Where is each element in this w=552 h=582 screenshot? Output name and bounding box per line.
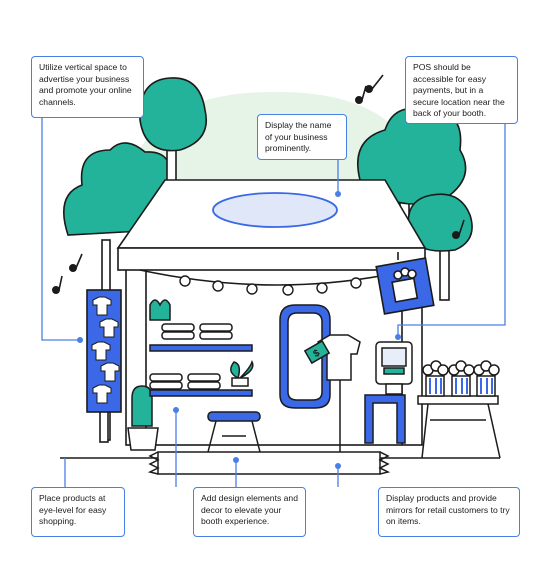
- product-shelves: [149, 323, 253, 397]
- callout-business-name: Display the name of your business promin…: [257, 114, 347, 160]
- potted-plants: [127, 299, 254, 451]
- business-name-sign: [212, 192, 338, 228]
- mirror: [279, 304, 331, 409]
- callout-decor: Add design elements and decor to elevate…: [193, 487, 306, 537]
- shirt-display: [303, 334, 361, 458]
- floor-rug: [60, 451, 500, 475]
- vertical-banner: [86, 289, 122, 443]
- callout-eye-level: Place products at eye-level for easy sho…: [31, 487, 125, 537]
- popcorn-table: [417, 360, 501, 459]
- price-tag-label: $: [312, 348, 323, 361]
- popcorn-sign: [375, 252, 435, 315]
- stool: [207, 411, 261, 453]
- callout-pos: POS should be accessible for easy paymen…: [405, 56, 518, 124]
- callout-vertical-space: Utilize vertical space to advertise your…: [31, 56, 144, 118]
- callout-mirrors: Display products and provide mirrors for…: [378, 487, 520, 537]
- music-notes: [51, 74, 465, 294]
- callout-connectors: [41, 118, 506, 487]
- connector-endpoints: [77, 191, 401, 469]
- pos-station: [364, 341, 413, 444]
